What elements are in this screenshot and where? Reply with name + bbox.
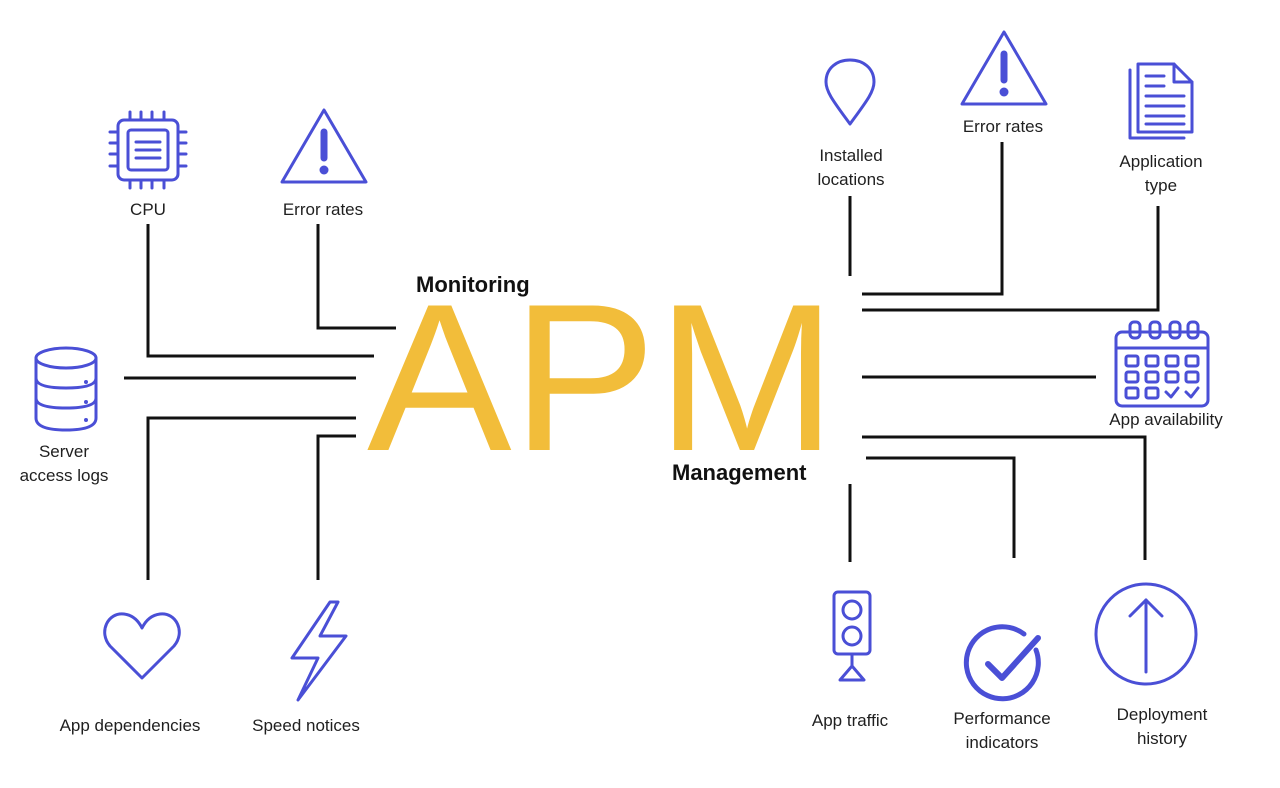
- server-access-logs-label: Server access logs: [19, 442, 109, 485]
- connector-deployment-history: [862, 435, 1147, 560]
- arrow-up-circle-icon: [1094, 582, 1198, 686]
- warning-triangle-icon: [280, 108, 368, 184]
- connector-speed-notices: [316, 434, 356, 580]
- document-stack-icon: [1128, 62, 1194, 140]
- connector-cpu: [146, 224, 374, 358]
- database-icon: [34, 346, 98, 432]
- apm-title: APM: [367, 268, 837, 478]
- heart-icon: [103, 612, 181, 680]
- cpu-chip-icon: [108, 110, 188, 190]
- error-rates-left-label: Error rates: [282, 200, 364, 219]
- monitoring-label: Monitoring: [416, 272, 530, 297]
- connector-error-rates-right: [862, 142, 1004, 296]
- location-pin-icon: [824, 58, 876, 126]
- connector-app-dependencies: [146, 416, 356, 580]
- apm-title-graphic: APM: [367, 268, 837, 478]
- cpu-label: CPU: [130, 200, 166, 219]
- connector-performance-indicators: [866, 456, 1016, 558]
- installed-locations-label: Installed locations: [817, 146, 885, 189]
- management-label: Management: [672, 460, 807, 485]
- calendar-icon: [1114, 320, 1210, 408]
- app-dependencies-label: App dependencies: [59, 716, 201, 735]
- connector-application-type: [862, 206, 1160, 312]
- right-connectors: [848, 142, 1160, 562]
- traffic-light-icon: [832, 590, 872, 682]
- check-circle-icon: [963, 624, 1041, 702]
- left-connectors: [124, 224, 396, 580]
- lightning-bolt-icon: [290, 600, 348, 702]
- app-traffic-label: App traffic: [811, 711, 889, 730]
- deployment-history-label: Deployment history: [1116, 705, 1208, 748]
- warning-triangle-icon: [960, 30, 1048, 106]
- performance-indicators-label: Performance indicators: [953, 709, 1051, 752]
- application-type-label: Application type: [1119, 152, 1203, 195]
- app-availability-label: App availability: [1109, 410, 1223, 429]
- connector-error-rates-left: [316, 224, 396, 330]
- speed-notices-label: Speed notices: [252, 716, 360, 735]
- error-rates-right-label: Error rates: [962, 117, 1044, 136]
